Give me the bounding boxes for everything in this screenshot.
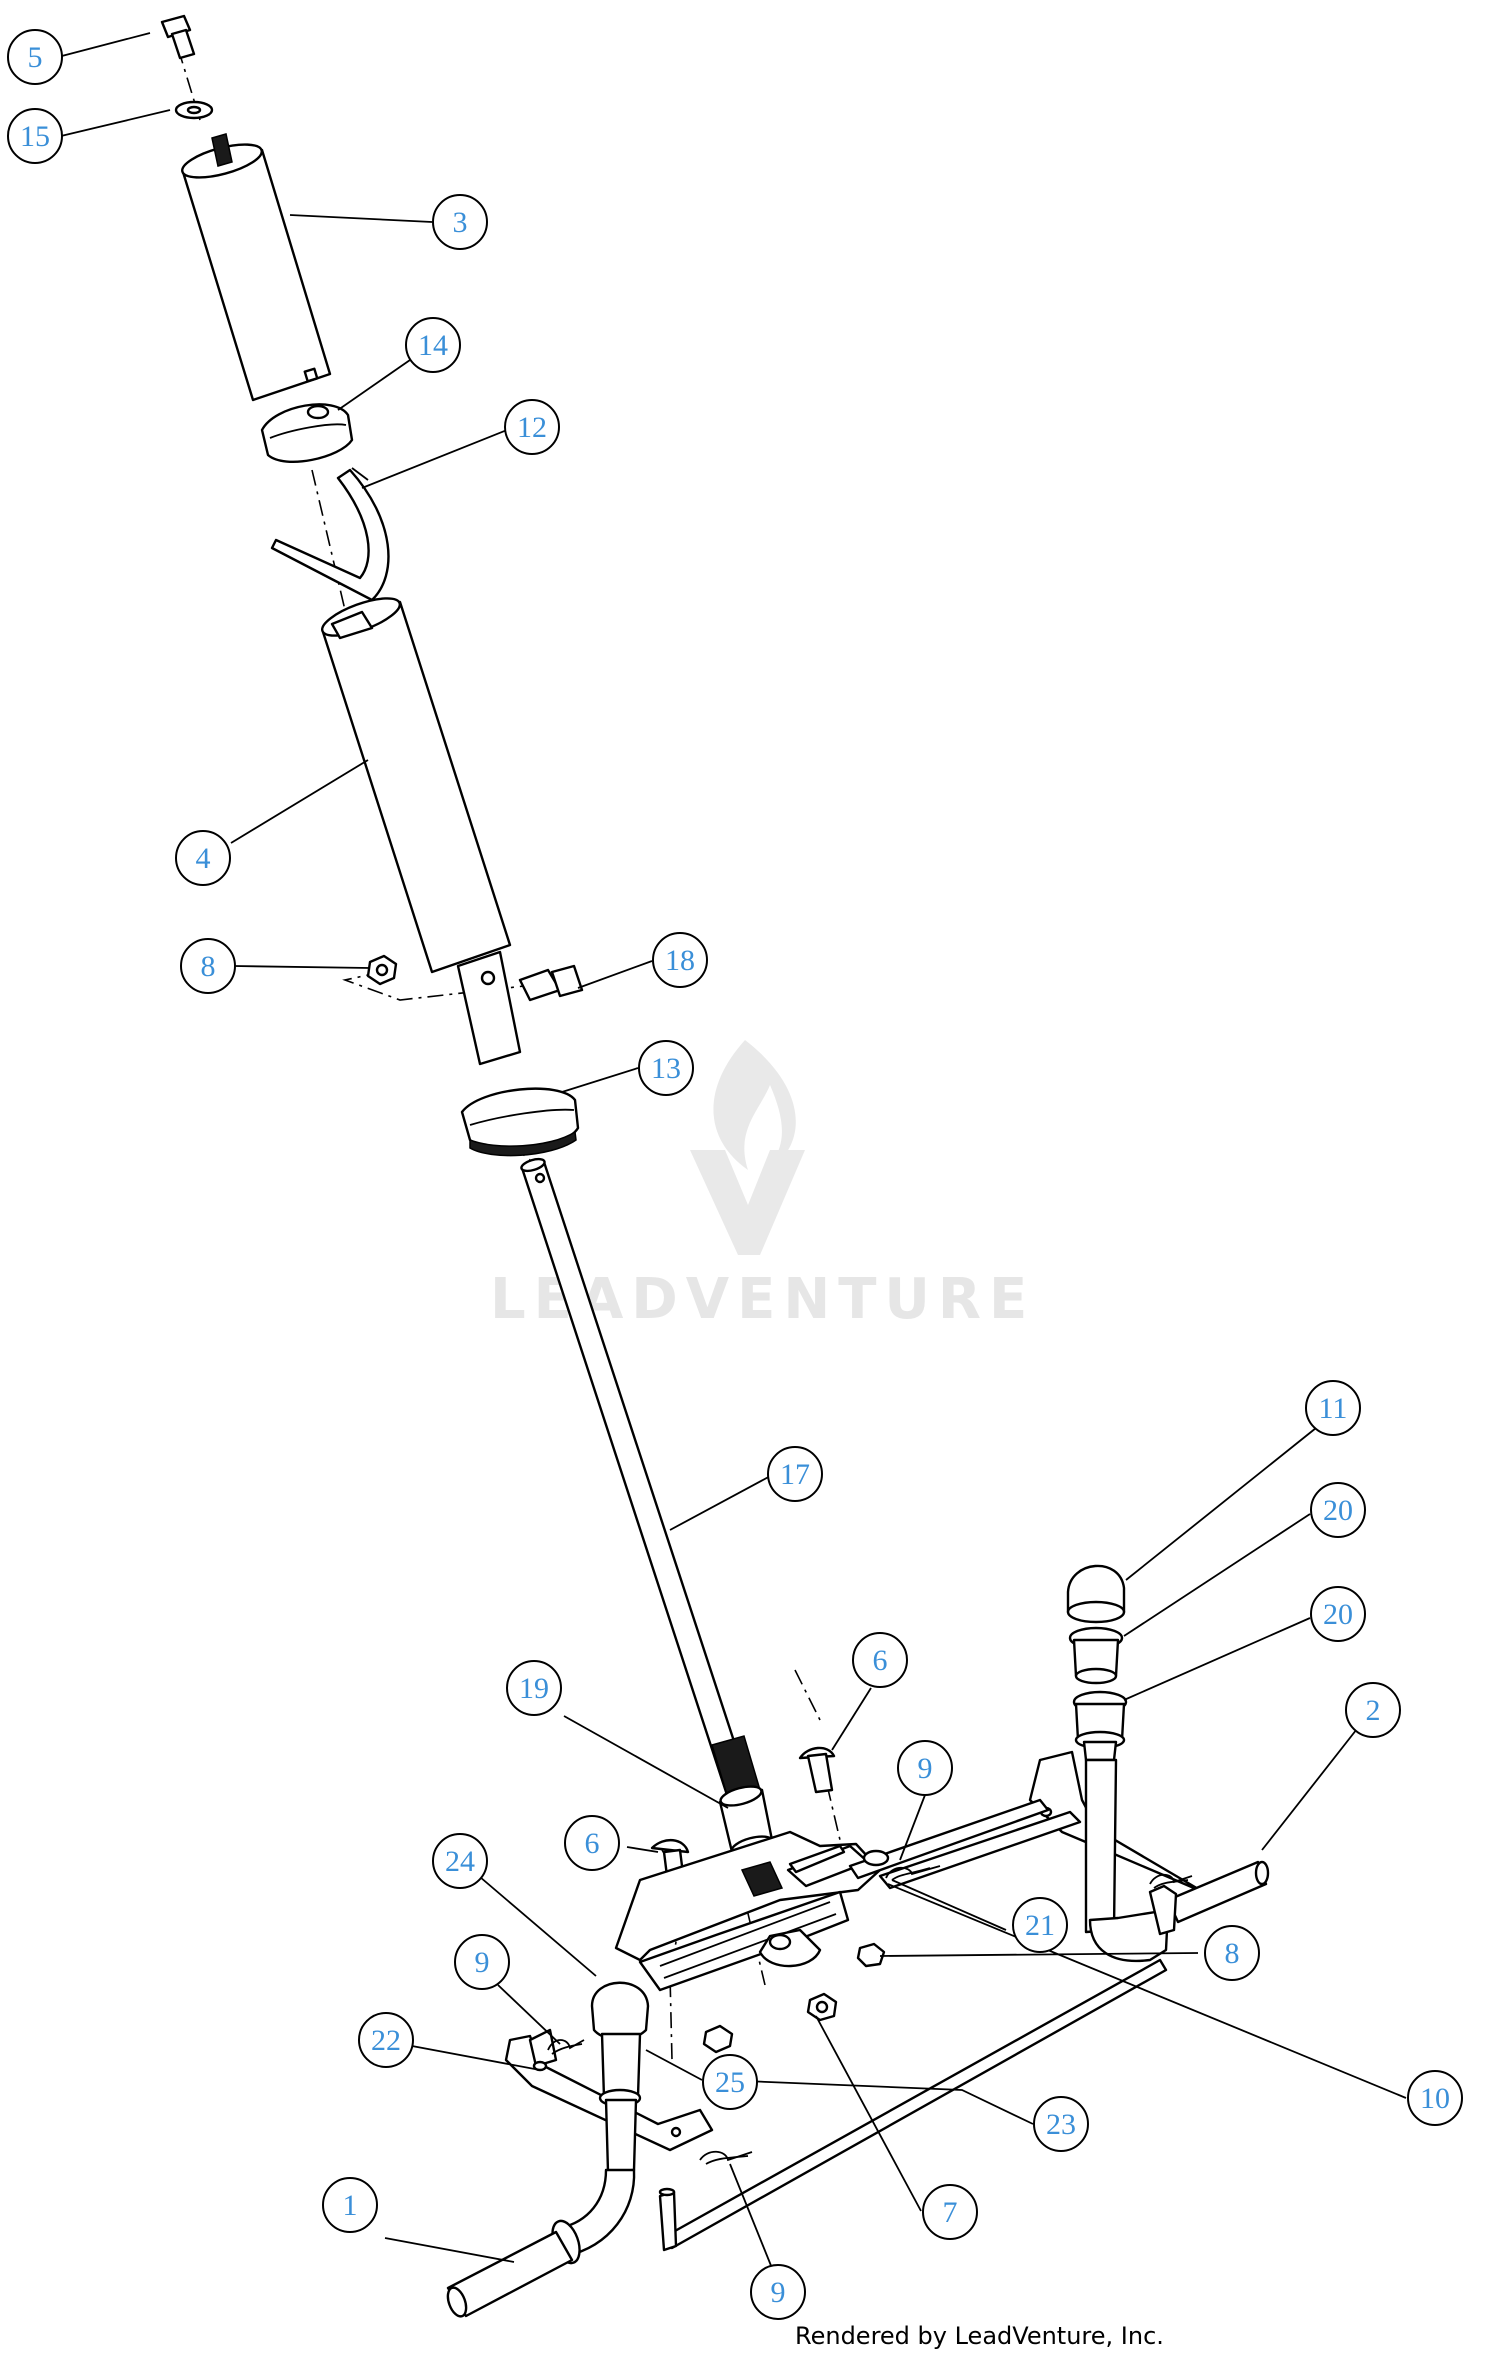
callout-25: 25 bbox=[702, 2054, 758, 2110]
part-20-bushing-lower bbox=[1072, 1690, 1128, 1762]
svg-text:12: 12 bbox=[517, 411, 547, 444]
svg-text:5: 5 bbox=[28, 41, 43, 74]
callout-9-lower: 9 bbox=[750, 2264, 806, 2320]
svg-text:9: 9 bbox=[918, 1752, 933, 1785]
svg-text:6: 6 bbox=[873, 1644, 888, 1677]
part-6-pin-upper bbox=[798, 1746, 836, 1794]
callout-22: 22 bbox=[358, 2012, 414, 2068]
callout-7: 7 bbox=[922, 2184, 978, 2240]
callout-21: 21 bbox=[1012, 1897, 1068, 1953]
part-12-bracket-clip bbox=[270, 467, 390, 602]
svg-text:9: 9 bbox=[475, 1946, 490, 1979]
rendered-by-credit: Rendered by LeadVenture, Inc. bbox=[795, 2322, 1164, 2350]
callout-20-upper: 20 bbox=[1310, 1482, 1366, 1538]
svg-text:6: 6 bbox=[585, 1827, 600, 1860]
part-15-washer bbox=[174, 100, 214, 120]
callout-3: 3 bbox=[432, 194, 488, 250]
callout-24: 24 bbox=[432, 1833, 488, 1889]
watermark-flame-icon bbox=[713, 1040, 796, 1175]
part-9-hairpin-clip-upper bbox=[885, 1865, 941, 1881]
callout-12: 12 bbox=[504, 399, 560, 455]
svg-text:21: 21 bbox=[1025, 1909, 1055, 1942]
svg-text:24: 24 bbox=[445, 1845, 475, 1878]
part-8-hex-nut-lower bbox=[856, 1942, 886, 1968]
svg-text:15: 15 bbox=[20, 120, 50, 153]
svg-text:8: 8 bbox=[201, 950, 216, 983]
callout-23: 23 bbox=[1033, 2096, 1089, 2152]
callout-6-lower: 6 bbox=[564, 1815, 620, 1871]
part-2-right-spindle-bracket bbox=[1028, 1750, 1270, 1963]
callout-9-left: 9 bbox=[454, 1934, 510, 1990]
watermark-v-icon bbox=[690, 1150, 805, 1255]
svg-text:11: 11 bbox=[1319, 1392, 1348, 1425]
leader-lines bbox=[57, 32, 1407, 2284]
part-4-lower-column-tube bbox=[321, 597, 522, 1066]
part-18-bolt bbox=[518, 964, 584, 1002]
svg-text:14: 14 bbox=[418, 329, 448, 362]
callout-1: 1 bbox=[322, 2177, 378, 2233]
callout-4: 4 bbox=[175, 830, 231, 886]
callout-8-upper: 8 bbox=[180, 938, 236, 994]
part-22-left-spindle-bracket bbox=[504, 2028, 714, 2152]
part-21-pitman-arm bbox=[786, 1798, 1050, 1888]
part-25-hex-nut bbox=[702, 2024, 734, 2054]
callout-11: 11 bbox=[1305, 1380, 1361, 1436]
callout-10: 10 bbox=[1407, 2070, 1463, 2126]
callout-5: 5 bbox=[7, 29, 63, 85]
part-23-tie-rod bbox=[658, 1958, 1168, 2252]
part-9-hairpin-clip-lower bbox=[699, 2150, 753, 2165]
svg-text:20: 20 bbox=[1323, 1494, 1353, 1527]
svg-text:1: 1 bbox=[343, 2189, 358, 2222]
svg-text:10: 10 bbox=[1420, 2082, 1450, 2115]
callout-2: 2 bbox=[1345, 1682, 1401, 1738]
callout-9-upper: 9 bbox=[897, 1740, 953, 1796]
svg-text:17: 17 bbox=[780, 1458, 810, 1491]
callout-20-lower: 20 bbox=[1310, 1586, 1366, 1642]
part-9-hairpin-clip-right bbox=[1149, 1873, 1193, 1889]
svg-text:18: 18 bbox=[665, 944, 695, 977]
svg-text:3: 3 bbox=[453, 206, 468, 239]
part-8-hex-nut-upper bbox=[366, 954, 398, 986]
svg-text:23: 23 bbox=[1046, 2108, 1076, 2141]
part-7-hex-nut bbox=[806, 1992, 838, 2022]
svg-text:9: 9 bbox=[771, 2276, 786, 2309]
part-3-upper-column-tube bbox=[181, 133, 332, 402]
part-17-steering-shaft bbox=[520, 1157, 761, 1800]
part-5-bolt bbox=[160, 14, 196, 60]
part-20-bushing-upper bbox=[1068, 1626, 1124, 1685]
callout-6-upper: 6 bbox=[852, 1632, 908, 1688]
svg-text:4: 4 bbox=[196, 842, 211, 875]
svg-text:13: 13 bbox=[651, 1052, 681, 1085]
part-11-cap bbox=[1066, 1564, 1126, 1624]
callout-8-lower: 8 bbox=[1204, 1925, 1260, 1981]
callout-19: 19 bbox=[506, 1660, 562, 1716]
callouts: 5 15 3 14 12 4 8 18 13 17 11 20 20 6 19 … bbox=[7, 29, 1463, 2320]
svg-text:19: 19 bbox=[519, 1672, 549, 1705]
callout-13: 13 bbox=[638, 1040, 694, 1096]
callout-18: 18 bbox=[652, 932, 708, 988]
svg-text:25: 25 bbox=[715, 2066, 745, 2099]
svg-text:20: 20 bbox=[1323, 1598, 1353, 1631]
callout-17: 17 bbox=[767, 1446, 823, 1502]
part-9-hairpin-clip-left bbox=[547, 2039, 585, 2055]
svg-text:2: 2 bbox=[1366, 1694, 1381, 1727]
callout-14: 14 bbox=[405, 317, 461, 373]
part-1-left-stub-axle bbox=[446, 2168, 636, 2318]
callout-15: 15 bbox=[7, 108, 63, 164]
svg-text:22: 22 bbox=[371, 2024, 401, 2057]
svg-text:7: 7 bbox=[943, 2196, 958, 2229]
part-13-lower-clamp-ring bbox=[460, 1087, 580, 1157]
kingpin-ball bbox=[590, 1981, 650, 2174]
part-14-upper-clamp-ring bbox=[260, 403, 354, 463]
svg-text:8: 8 bbox=[1225, 1937, 1240, 1970]
pinion-gear bbox=[740, 1861, 784, 1897]
